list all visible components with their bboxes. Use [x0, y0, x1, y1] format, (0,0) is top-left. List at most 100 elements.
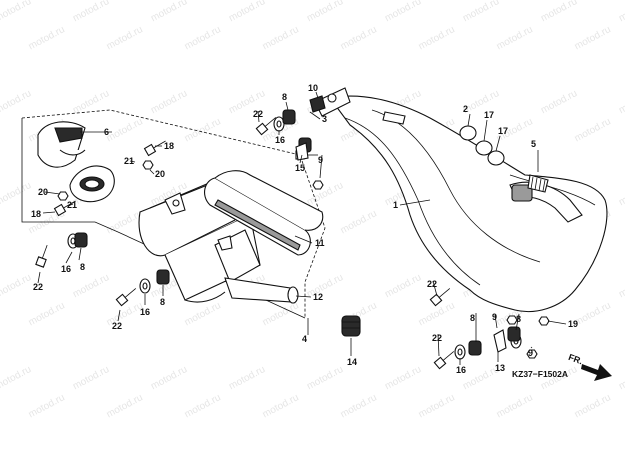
watermark-text: motod.ru — [339, 392, 379, 420]
watermark-text: motod.ru — [183, 24, 223, 52]
leader-line — [67, 203, 74, 207]
callout-8: 8 — [160, 297, 165, 307]
watermark-text: motod.ru — [617, 180, 625, 208]
watermark-text: motod.ru — [339, 24, 379, 52]
callout-15: 15 — [295, 163, 305, 173]
watermark-text: motod.ru — [0, 180, 33, 208]
watermark-text: motod.ru — [617, 364, 625, 392]
rubber-collar — [74, 232, 88, 248]
bolt — [35, 244, 48, 268]
bolt — [115, 288, 137, 307]
watermark-text: motod.ru — [495, 392, 535, 420]
callout-3: 3 — [322, 114, 327, 124]
watermark-text: motod.ru — [183, 300, 223, 328]
watermark-text: motod.ru — [105, 392, 145, 420]
nut — [57, 191, 69, 201]
diagram-code-label: KZ37−F1502A — [512, 369, 568, 379]
watermark-text: motod.ru — [0, 88, 33, 116]
watermark-text: motod.ru — [149, 0, 189, 24]
hardware — [35, 95, 550, 370]
watermark-text: motod.ru — [383, 364, 423, 392]
leader-line — [483, 119, 488, 142]
callout-12: 12 — [313, 292, 323, 302]
watermark-text: motod.ru — [417, 392, 457, 420]
bolt — [143, 140, 166, 157]
leader-line — [547, 320, 567, 325]
leader-line — [467, 113, 471, 127]
leader-line — [294, 235, 313, 244]
nut — [142, 160, 154, 170]
leader-line — [319, 154, 323, 179]
leader-line — [399, 199, 431, 206]
watermark-text: motod.ru — [183, 392, 223, 420]
nut — [312, 180, 324, 190]
watermark-text: motod.ru — [417, 24, 457, 52]
spring — [527, 174, 549, 193]
watermark-text: motod.ru — [149, 88, 189, 116]
watermark-text: motod.ru — [261, 392, 301, 420]
washer — [139, 278, 151, 294]
callout-8: 8 — [516, 314, 521, 324]
callout-10: 10 — [308, 83, 318, 93]
leader-line — [42, 211, 56, 214]
leader-line — [65, 251, 73, 264]
watermark-text: motod.ru — [305, 180, 345, 208]
rubber-collar — [156, 269, 170, 285]
washer — [454, 344, 466, 360]
watermark-text: motod.ru — [71, 88, 111, 116]
callout-16: 16 — [61, 264, 71, 274]
front-arrow: FR. — [567, 352, 612, 381]
watermark-text: motod.ru — [617, 0, 625, 24]
joint-clamp — [295, 142, 309, 161]
leader-line — [299, 154, 303, 164]
leader-line — [149, 169, 155, 175]
callout-8: 8 — [80, 262, 85, 272]
watermark-text: motod.ru — [183, 116, 223, 144]
leader-line — [530, 346, 533, 349]
watermark-text: motod.ru — [573, 392, 613, 420]
end-cap — [37, 121, 86, 168]
callout-22: 22 — [33, 282, 43, 292]
callout-9: 9 — [492, 312, 497, 322]
watermark-text: motod.ru — [383, 0, 423, 24]
callout-21: 21 — [67, 200, 77, 210]
watermark-text: motod.ru — [149, 364, 189, 392]
watermark-text: motod.ru — [573, 300, 613, 328]
front-label: FR. — [567, 352, 584, 366]
callout-18: 18 — [164, 141, 174, 151]
watermark-text: motod.ru — [71, 0, 111, 24]
callout-18: 18 — [31, 209, 41, 219]
watermark-text: motod.ru — [0, 272, 33, 300]
callout-14: 14 — [347, 357, 357, 367]
callout-1: 1 — [393, 200, 398, 210]
grommet — [341, 315, 361, 337]
exhaust-pipe — [314, 87, 608, 313]
callout-labels: 1 2 3 4 5 6 8 8 8 8 8 9 9 9 10 11 12 13 … — [31, 83, 578, 375]
watermark-text: motod.ru — [71, 364, 111, 392]
muffler-group-outline — [21, 109, 326, 318]
callout-9: 9 — [528, 348, 533, 358]
leader-line — [129, 160, 136, 163]
callout-20: 20 — [38, 187, 48, 197]
watermark-text: motod.ru — [573, 24, 613, 52]
leader-line — [117, 309, 121, 322]
leader-line — [44, 191, 61, 195]
watermark-text: motod.ru — [495, 24, 535, 52]
callout-8: 8 — [282, 92, 287, 102]
watermark-text: motod.ru — [617, 272, 625, 300]
callout-17: 17 — [498, 126, 508, 136]
bolt — [429, 288, 451, 307]
leader-line — [494, 314, 498, 329]
rubber-collar — [507, 326, 521, 342]
watermark-text: motod.ru — [0, 0, 33, 24]
front-arrow-icon — [581, 364, 612, 381]
callout-17: 17 — [484, 110, 494, 120]
watermark-text: motod.ru — [261, 24, 301, 52]
leader-line — [515, 313, 520, 331]
rubber-collar — [282, 109, 296, 125]
nut — [506, 315, 518, 325]
callout-16: 16 — [275, 135, 285, 145]
leader-line — [432, 280, 438, 297]
callout-5: 5 — [531, 139, 536, 149]
